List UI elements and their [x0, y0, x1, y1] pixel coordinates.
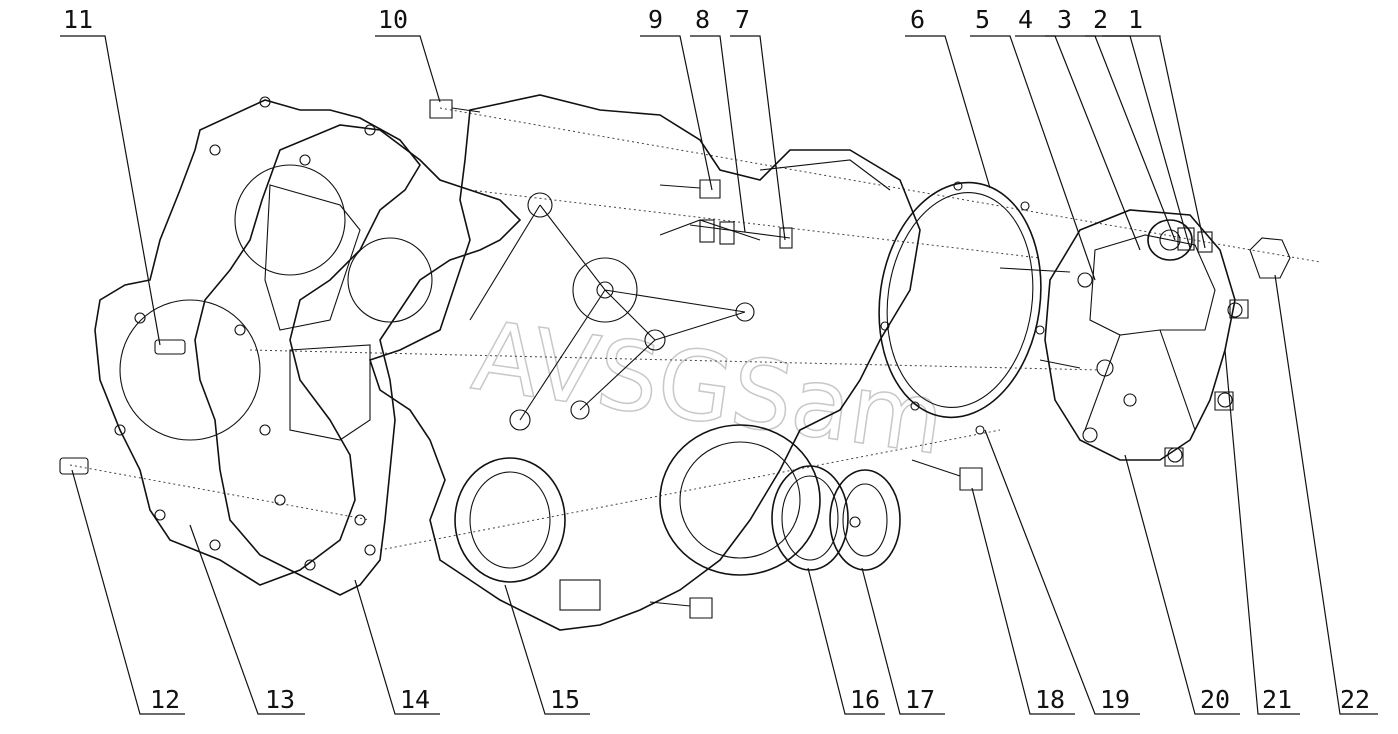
callout-3: 3 — [1057, 5, 1072, 34]
callout-7: 7 — [735, 5, 750, 34]
front-cover — [1044, 209, 1243, 463]
callout-11: 11 — [63, 5, 93, 34]
callout-14: 14 — [400, 685, 430, 714]
callout-6: 6 — [910, 5, 925, 34]
callout-1: 1 — [1128, 5, 1143, 34]
callout-12: 12 — [150, 685, 180, 714]
callout-10: 10 — [378, 5, 408, 34]
callout-4: 4 — [1018, 5, 1033, 34]
callout-20: 20 — [1200, 685, 1230, 714]
callout-13: 13 — [265, 685, 295, 714]
callout-2: 2 — [1093, 5, 1108, 34]
callout-19: 19 — [1100, 685, 1130, 714]
rear-cover-gasket — [94, 96, 421, 586]
timing-gear-housing — [368, 94, 921, 631]
callout-18: 18 — [1035, 685, 1065, 714]
callout-labels: 1 2 3 4 5 6 7 8 9 10 11 12 13 14 15 16 1… — [63, 5, 1370, 714]
callout-8: 8 — [695, 5, 710, 34]
crankshaft-oil-seals — [771, 465, 901, 571]
callout-9: 9 — [648, 5, 663, 34]
front-cover-seal-gasket — [878, 181, 1045, 435]
bolts-and-studs — [59, 99, 1291, 619]
callout-17: 17 — [905, 685, 935, 714]
callout-16: 16 — [850, 685, 880, 714]
callout-5: 5 — [975, 5, 990, 34]
callout-15: 15 — [550, 685, 580, 714]
callout-leaders — [60, 35, 1378, 715]
callout-22: 22 — [1340, 685, 1370, 714]
front-cover-gasket — [194, 124, 522, 596]
callout-21: 21 — [1262, 685, 1292, 714]
